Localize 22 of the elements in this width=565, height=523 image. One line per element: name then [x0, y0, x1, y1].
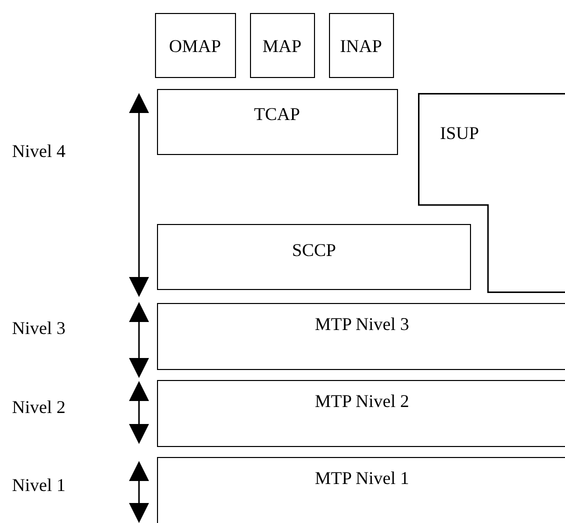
- level-label: Nivel 4: [12, 141, 66, 161]
- protocol-layer-box: [250, 13, 315, 78]
- layer-name: ISUP: [440, 123, 480, 143]
- protocol-layer-box: [157, 303, 565, 370]
- level-label: Nivel 2: [12, 397, 66, 417]
- layer-name: MTP Nivel 2: [314, 391, 410, 411]
- protocol-layer-block: [418, 93, 565, 293]
- protocol-layer-box: [157, 457, 565, 523]
- protocol-layer-box: [157, 89, 398, 155]
- protocol-layer-box: [157, 224, 471, 290]
- layer-name: SCCP: [292, 240, 336, 260]
- protocol-layer-box: [329, 13, 394, 78]
- layer-name: MTP Nivel 1: [314, 468, 410, 488]
- protocol-layer-box: [157, 380, 565, 447]
- layer-name: TCAP: [254, 104, 300, 124]
- layer-name: MTP Nivel 3: [314, 314, 410, 334]
- layer-name: INAP: [340, 36, 382, 56]
- level-label: Nivel 1: [12, 475, 66, 495]
- layer-name: MAP: [262, 36, 302, 56]
- layer-name: OMAP: [169, 36, 221, 56]
- protocol-layer-box: [155, 13, 236, 78]
- level-label: Nivel 3: [12, 318, 66, 338]
